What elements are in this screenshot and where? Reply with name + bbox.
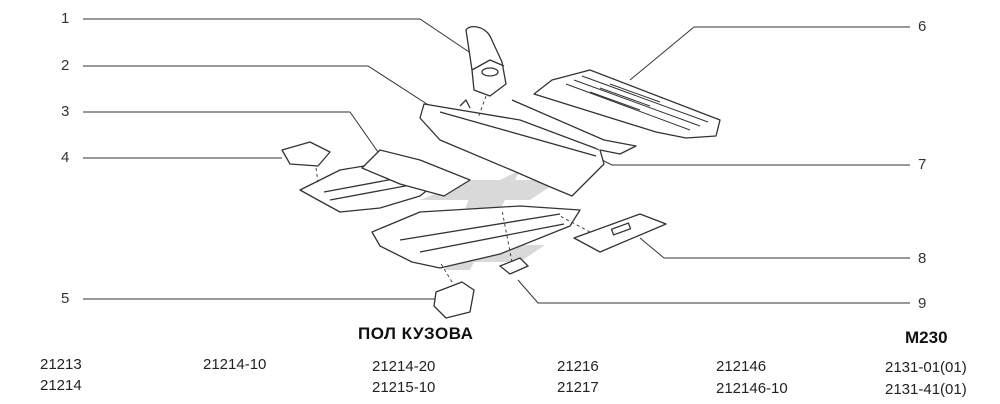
part-5-bracket xyxy=(433,281,475,319)
model-code: 21214-20 xyxy=(372,358,436,375)
model-code: 21213 xyxy=(40,356,82,373)
model-code: 21217 xyxy=(557,379,599,396)
callout-6: 6 xyxy=(918,18,927,35)
leader-line-3 xyxy=(83,111,379,153)
callout-2: 2 xyxy=(61,57,70,74)
part-8-plate xyxy=(573,213,667,253)
model-code: 212146 xyxy=(716,358,767,375)
callout-4: 4 xyxy=(61,149,70,166)
page-title: ПОЛ КУЗОВА xyxy=(358,324,474,343)
assembly-guide-lines xyxy=(315,95,591,283)
model-code: 21215-10 xyxy=(372,379,436,396)
model-code: 212146-10 xyxy=(716,380,788,397)
callout-3: 3 xyxy=(61,103,70,120)
leader-line-6 xyxy=(629,26,910,81)
part-9-patch xyxy=(498,257,530,275)
model-code: 2131-41(01) xyxy=(885,381,967,398)
part-6-rear-floor-panel xyxy=(533,69,721,139)
leader-line-7 xyxy=(597,157,910,166)
model-code: 21216 xyxy=(557,358,599,375)
page-code: M230 xyxy=(905,328,948,347)
callout-8: 8 xyxy=(918,250,927,267)
part-front-floor-pan xyxy=(361,149,581,269)
model-code: 2131-01(01) xyxy=(885,359,967,376)
model-code: 21214 xyxy=(40,377,82,394)
part-2-cross-member xyxy=(419,99,637,197)
part-1-bracket xyxy=(465,25,507,97)
callout-1: 1 xyxy=(61,10,70,27)
leader-line-2 xyxy=(83,65,431,107)
model-code: 21214-10 xyxy=(203,356,267,373)
callout-5: 5 xyxy=(61,290,70,307)
leader-line-9 xyxy=(517,279,910,304)
callout-9: 9 xyxy=(918,295,927,312)
leader-line-8 xyxy=(639,237,910,259)
callout-7: 7 xyxy=(918,156,927,173)
leader-line-1 xyxy=(83,18,479,59)
